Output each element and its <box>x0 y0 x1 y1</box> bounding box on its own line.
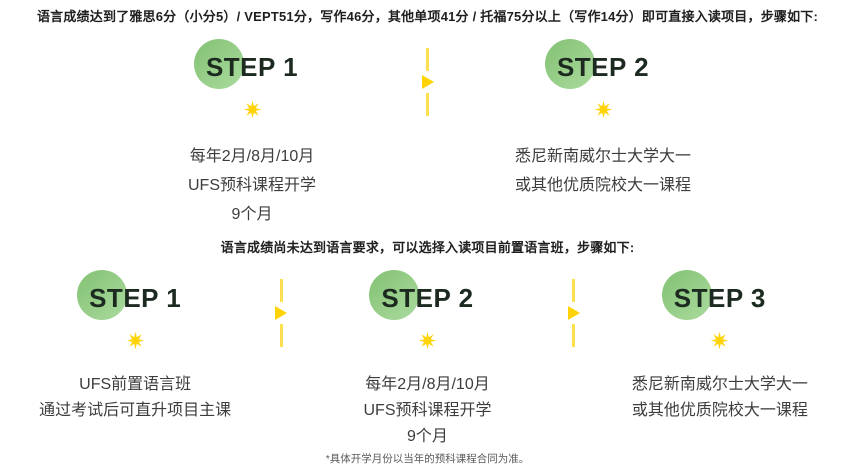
direct-entry-steps-row: STEP 1 每年2月/8月/10月 UFS预科课程开学 9个月 <box>88 39 768 229</box>
step-description-line: 悉尼新南威尔士大学大一 <box>631 376 808 393</box>
footnote: *具体开学月份以当年的预科课程合同为准。 <box>325 453 530 465</box>
step-description: 每年2月/8月/10月 UFS预科课程开学 9个月 <box>292 372 562 450</box>
sparkle-star-icon <box>88 99 417 121</box>
green-circle-decoration <box>369 270 420 320</box>
step-column-language-2: STEP 2 每年2月/8月/10月 UFS预科课程开学 9个月 <box>292 270 562 450</box>
arrow-right-icon <box>567 306 580 320</box>
step-description-line: 9个月 <box>407 428 448 445</box>
step-label: STEP 1 <box>205 51 299 82</box>
step-badge: STEP 2 <box>292 270 562 323</box>
green-circle-decoration <box>194 39 244 89</box>
divider-line-top <box>572 279 576 302</box>
sparkle-star-icon <box>585 330 855 352</box>
language-pathway-section: 语言成绩尚未达到语言要求，可以选择入读项目前置语言班，步骤如下: STEP 1 … <box>0 239 855 450</box>
step-badge: STEP 2 <box>439 39 768 92</box>
divider-line-bottom <box>572 324 576 347</box>
step-badge: STEP 1 <box>0 270 270 323</box>
step-description-line: 每年2月/8月/10月 <box>189 148 315 165</box>
arrow-divider <box>270 273 292 347</box>
arrow-divider <box>563 273 585 347</box>
step-label: STEP 3 <box>673 282 766 313</box>
step-description-line: 通过考试后可直升项目主课 <box>39 402 232 419</box>
step-label: STEP 1 <box>89 282 182 313</box>
green-circle-decoration <box>77 270 128 320</box>
step-label: STEP 2 <box>381 282 474 313</box>
step-description-line: 每年2月/8月/10月 <box>365 376 490 393</box>
arrow-right-icon <box>275 306 288 320</box>
step-description-line: UFS预科课程开学 <box>187 177 316 194</box>
green-circle-decoration <box>661 270 712 320</box>
arrow-divider <box>417 42 439 116</box>
direct-entry-header: 语言成绩达到了雅思6分（小分5）/ VEPT51分，写作46分，其他单项41分 … <box>36 9 819 24</box>
step-column-direct-2: STEP 2 悉尼新南威尔士大学大一 或其他优质院校大一课程 <box>439 39 768 200</box>
step-description-line: 或其他优质院校大一课程 <box>631 402 808 419</box>
language-pathway-header: 语言成绩尚未达到语言要求，可以选择入读项目前置语言班，步骤如下: <box>220 240 635 255</box>
step-column-language-1: STEP 1 UFS前置语言班 通过考试后可直升项目主课 <box>0 270 270 424</box>
step-label: STEP 2 <box>556 51 650 82</box>
divider-line-bottom <box>279 324 283 347</box>
sparkle-star-icon <box>439 99 768 121</box>
arrow-right-icon <box>421 75 434 89</box>
step-description: UFS前置语言班 通过考试后可直升项目主课 <box>0 372 270 424</box>
divider-line-top <box>426 48 429 71</box>
step-description-line: 或其他优质院校大一课程 <box>514 177 691 194</box>
sparkle-star-icon <box>0 330 270 352</box>
step-badge: STEP 3 <box>585 270 855 323</box>
language-pathway-steps-row: STEP 1 UFS前置语言班 通过考试后可直升项目主课 STEP 2 <box>0 270 855 450</box>
step-column-language-3: STEP 3 悉尼新南威尔士大学大一 或其他优质院校大一课程 <box>585 270 855 424</box>
step-column-direct-1: STEP 1 每年2月/8月/10月 UFS预科课程开学 9个月 <box>88 39 417 229</box>
step-description-line: 悉尼新南威尔士大学大一 <box>514 148 691 165</box>
step-description-line: 9个月 <box>231 206 273 223</box>
direct-entry-section: 语言成绩达到了雅思6分（小分5）/ VEPT51分，写作46分，其他单项41分 … <box>0 0 855 229</box>
step-description-line: UFS预科课程开学 <box>363 402 492 419</box>
sparkle-star-icon <box>292 330 562 352</box>
green-circle-decoration <box>545 39 595 89</box>
step-description: 每年2月/8月/10月 UFS预科课程开学 9个月 <box>88 142 417 229</box>
step-description-line: UFS前置语言班 <box>79 376 192 393</box>
divider-line-top <box>279 279 283 302</box>
step-badge: STEP 1 <box>88 39 417 92</box>
divider-line-bottom <box>426 93 429 116</box>
step-description: 悉尼新南威尔士大学大一 或其他优质院校大一课程 <box>585 372 855 424</box>
step-description: 悉尼新南威尔士大学大一 或其他优质院校大一课程 <box>439 142 768 200</box>
